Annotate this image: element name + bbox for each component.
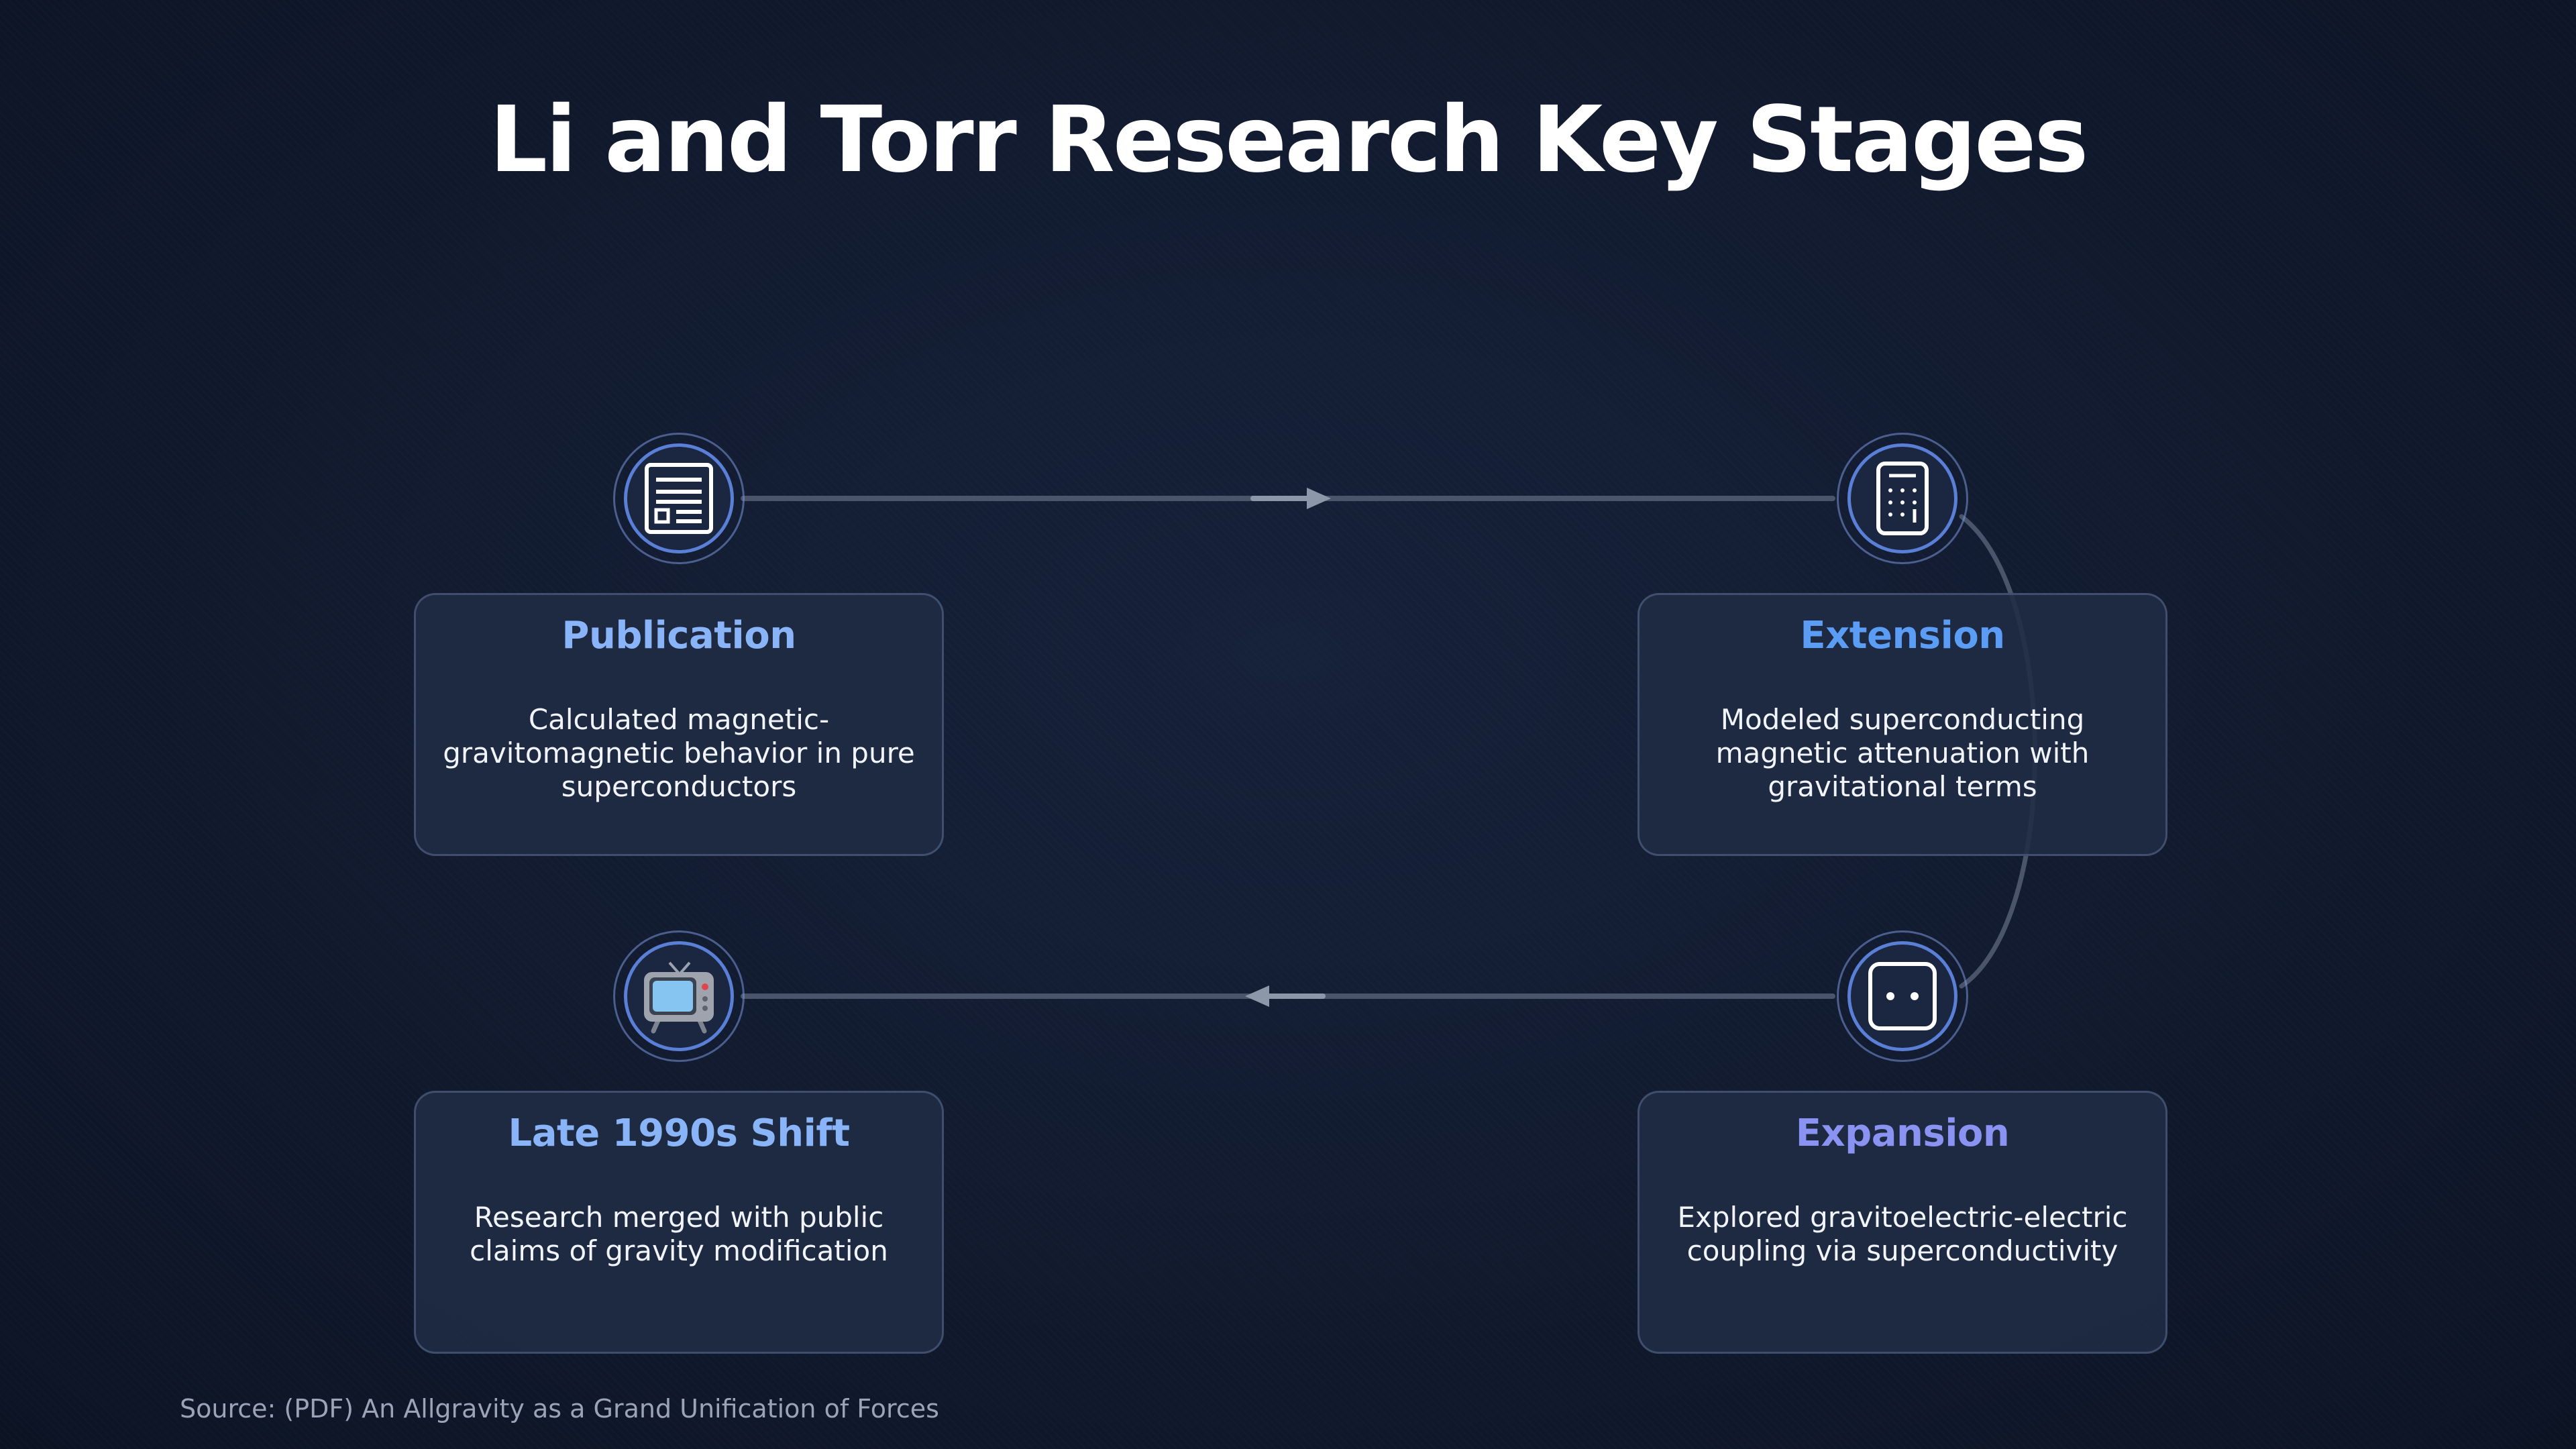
dice-icon: [1868, 962, 1937, 1030]
stage-card-late-1990s-shift: Late 1990s Shift Research merged with pu…: [414, 1091, 944, 1354]
newspaper-icon: [645, 463, 713, 534]
node-publication-inner: [624, 443, 734, 553]
node-late-1990s-shift: [613, 930, 745, 1062]
stage-title: Expansion: [1795, 1112, 2010, 1155]
source-caption: Source: (PDF) An Allgravity as a Grand U…: [180, 1394, 939, 1424]
node-expansion-inner: [1847, 941, 1957, 1051]
stage-title: Publication: [561, 614, 796, 657]
node-publication: [613, 433, 745, 564]
television-icon: [644, 961, 714, 1034]
node-extension-inner: [1847, 443, 1957, 553]
arrow-left-icon: [1245, 985, 1269, 1007]
stage-description: Explored gravitoelectric-electric coupli…: [1677, 1201, 2128, 1267]
stage-description: Research merged with public claims of gr…: [470, 1201, 888, 1267]
stage-card-expansion: Expansion Explored gravitoelectric-elect…: [1638, 1091, 2167, 1354]
stage-description: Modeled superconducting magnetic attenua…: [1715, 703, 2090, 803]
node-extension: [1837, 433, 1968, 564]
node-expansion: [1837, 930, 1968, 1062]
stage-title: Late 1990s Shift: [508, 1112, 850, 1155]
stage-description: Calculated magnetic-gravitomagnetic beha…: [443, 703, 915, 803]
arrow-right-icon: [1307, 488, 1331, 509]
stage-card-extension: Extension Modeled superconducting magnet…: [1638, 593, 2167, 856]
node-late-1990s-shift-inner: [624, 941, 734, 1051]
page-title: Li and Torr Research Key Stages: [489, 87, 2089, 193]
stage-card-publication: Publication Calculated magnetic-gravitom…: [414, 593, 944, 856]
stage-title: Extension: [1800, 614, 2005, 657]
calculator-icon: [1876, 462, 1929, 535]
